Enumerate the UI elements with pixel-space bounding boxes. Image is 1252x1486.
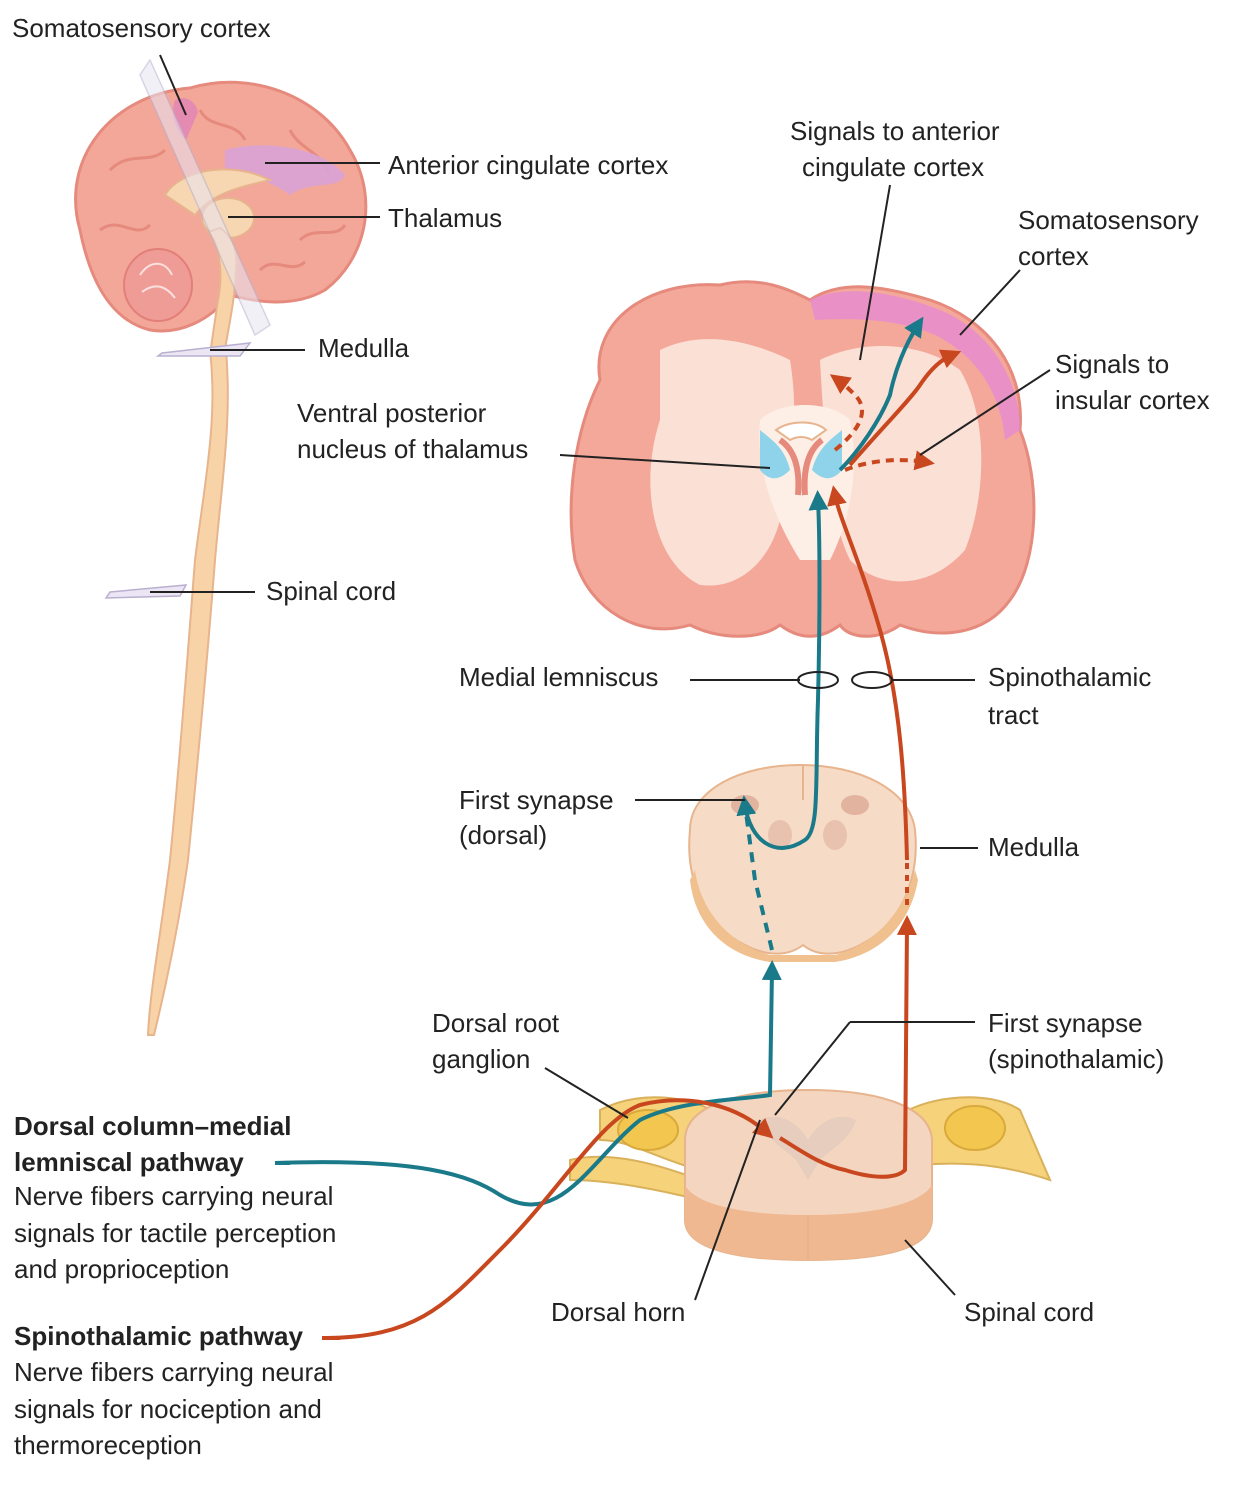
coronal-brain <box>569 280 1036 638</box>
legend-lines <box>275 1161 340 1340</box>
label-somatosensory-right-1: Somatosensory <box>1018 205 1199 235</box>
legend-dorsal-desc-1: Nerve fibers carrying neural <box>14 1181 334 1211</box>
label-spinothalamic-tract-1: Spinothalamic <box>988 662 1152 692</box>
legend-dorsal-title-1: Dorsal column–medial <box>14 1111 292 1141</box>
label-signals-anterior-1: Signals to anterior <box>790 116 1000 146</box>
left-label-lines <box>150 54 380 593</box>
legend-spinothalamic-desc-3: thermoreception <box>14 1430 202 1460</box>
label-somatosensory-cortex-left: Somatosensory cortex <box>12 13 271 43</box>
label-signals-insular-2: insular cortex <box>1055 385 1210 415</box>
spinal-cord-section <box>569 1088 1052 1262</box>
label-spinal-cord-right: Spinal cord <box>964 1297 1095 1327</box>
label-vpn-2: nucleus of thalamus <box>297 434 529 464</box>
legend-spinothalamic-title: Spinothalamic pathway <box>14 1321 303 1351</box>
legend-dorsal-desc-3: and proprioception <box>14 1254 230 1284</box>
right-label-lines <box>544 184 1051 1301</box>
legend-spinothalamic-desc-1: Nerve fibers carrying neural <box>14 1357 334 1387</box>
label-first-synapse-spino-1: First synapse <box>988 1008 1143 1038</box>
label-dorsal-root-ganglion-2: ganglion <box>432 1044 531 1074</box>
label-signals-anterior-2: cingulate cortex <box>802 152 985 182</box>
legend-dorsal-title-2: lemniscal pathway <box>14 1147 244 1177</box>
label-dorsal-root-ganglion-1: Dorsal root <box>432 1008 560 1038</box>
label-medial-lemniscus: Medial lemniscus <box>459 662 659 692</box>
label-thalamus: Thalamus <box>388 203 503 233</box>
label-vpn-1: Ventral posterior <box>297 398 487 428</box>
label-first-synapse-dorsal-1: First synapse <box>459 785 614 815</box>
label-somatosensory-right-2: cortex <box>1018 241 1089 271</box>
tract-markers <box>797 671 893 689</box>
label-medulla-left: Medulla <box>318 333 410 363</box>
label-anterior-cingulate-cortex: Anterior cingulate cortex <box>388 150 669 180</box>
medulla-section <box>688 763 918 962</box>
label-spinothalamic-tract-2: tract <box>988 700 1039 730</box>
label-first-synapse-dorsal-2: (dorsal) <box>459 820 548 850</box>
label-spinal-cord-left: Spinal cord <box>266 576 397 606</box>
label-signals-insular-1: Signals to <box>1055 349 1170 379</box>
sagittal-brain <box>74 58 368 1036</box>
label-medulla-right: Medulla <box>988 832 1080 862</box>
spinothalamic-pathway <box>324 349 962 1340</box>
label-first-synapse-spino-2: (spinothalamic) <box>988 1044 1165 1074</box>
legend-spinothalamic-desc-2: signals for nociception and <box>14 1394 322 1424</box>
label-dorsal-horn: Dorsal horn <box>551 1297 686 1327</box>
legend-dorsal-desc-2: signals for tactile perception <box>14 1218 337 1248</box>
